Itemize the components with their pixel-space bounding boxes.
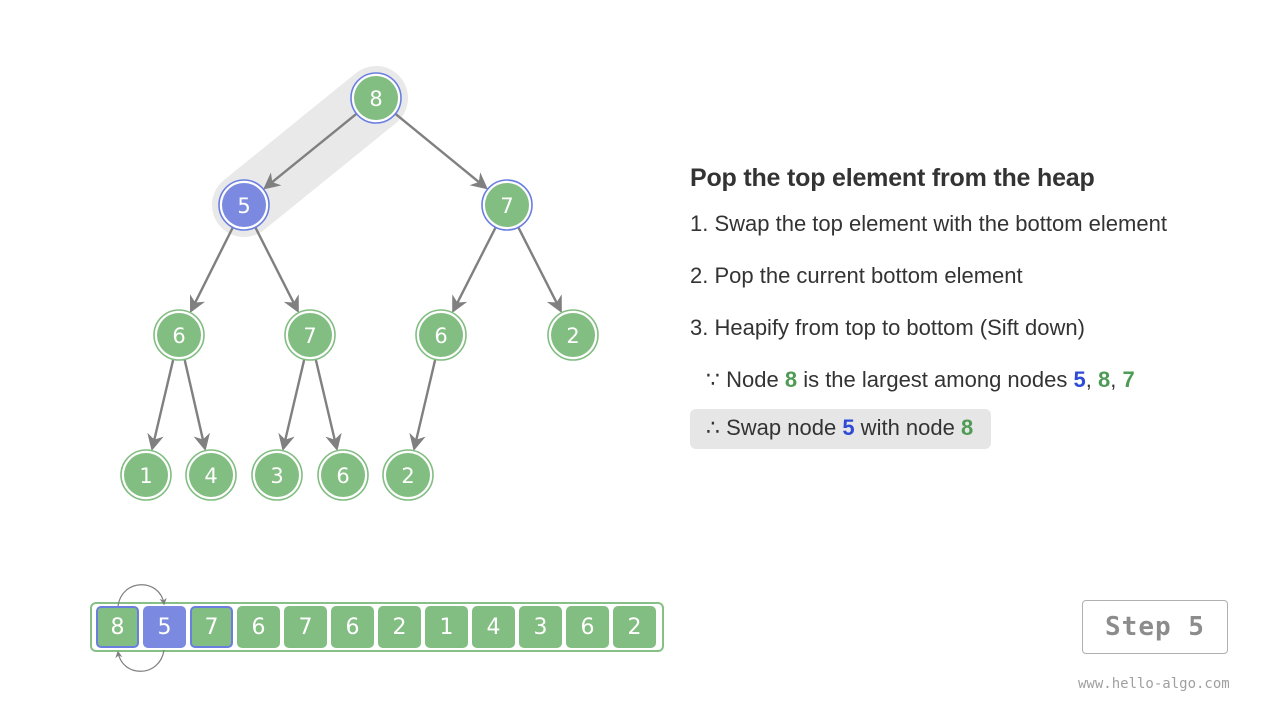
watermark: www.hello-algo.com (1078, 676, 1230, 692)
tree-edge (517, 226, 562, 314)
tree-node: 6 (415, 309, 467, 361)
tree-edge (409, 359, 437, 452)
info-title: Pop the top element from the heap (690, 164, 1095, 192)
tree-nodes: 8 5 7 6 7 6 2 1 4 3 6 2 (120, 72, 599, 501)
reason-largest-node: 8 (784, 367, 798, 392)
tree-edges (147, 112, 562, 452)
array-cell: 5 (143, 606, 186, 648)
array-cell: 8 (96, 606, 139, 648)
tree-edge (183, 359, 210, 451)
tree-edge (314, 359, 342, 452)
reason-node-2: 8 (1097, 367, 1111, 392)
tree-node-label: 8 (369, 87, 382, 111)
tree-node-circle (222, 183, 266, 227)
info-panel: Pop the top element from the heap 1. Swa… (690, 164, 1270, 449)
tree-node-circle (386, 453, 430, 497)
tree-node: 6 (153, 309, 205, 361)
array-cell: 7 (284, 606, 327, 648)
array-cell: 6 (237, 606, 280, 648)
tree-node-circle (157, 313, 201, 357)
array-cell: 7 (190, 606, 233, 648)
reason-node-1: 5 (1073, 367, 1086, 392)
result-middle: with node (854, 415, 961, 440)
step-2-text: 2. Pop the current bottom element (690, 263, 1023, 288)
tree-node-label: 4 (204, 464, 217, 488)
reason-text: ∵ Node 8 is the largest among nodes 5, 8… (706, 365, 1270, 409)
tree-node-label: 3 (270, 464, 283, 488)
tree-node: 8 (350, 72, 402, 124)
result-node-a: 5 (842, 415, 855, 440)
tree-node-circle (288, 313, 332, 357)
tree-node-label: 7 (303, 324, 316, 348)
tree-node: 4 (185, 449, 237, 501)
reason-node-3: 7 (1122, 367, 1135, 392)
tree-node-label: 6 (172, 324, 185, 348)
tree-edge (263, 112, 358, 190)
tree-node-label: 5 (237, 194, 250, 218)
tree-node-circle (255, 453, 299, 497)
tree-node: 2 (382, 449, 434, 501)
tree-edge (147, 359, 175, 452)
step-1-text: 1. Swap the top element with the bottom … (690, 211, 1167, 236)
array-cell: 2 (613, 606, 656, 648)
array-cell: 6 (331, 606, 374, 648)
array-cell: 4 (472, 606, 515, 648)
tree-edge (452, 226, 497, 314)
array-cell: 6 (566, 606, 609, 648)
reason-sep-2: , (1110, 367, 1123, 392)
tree-node-circle (354, 76, 398, 120)
tree-node-label: 6 (434, 324, 447, 348)
array-cell: 3 (519, 606, 562, 648)
tree-node: 6 (317, 449, 369, 501)
step-3-text: 3. Heapify from top to bottom (Sift down… (690, 315, 1085, 340)
tree-node: 2 (547, 309, 599, 361)
result-node-b: 8 (960, 415, 974, 440)
tree-node-label: 2 (566, 324, 579, 348)
tree-edge (394, 112, 488, 190)
tree-node-label: 6 (336, 464, 349, 488)
tree-node-circle (189, 453, 233, 497)
reason-sep-1: , (1085, 367, 1098, 392)
tree-node: 3 (251, 449, 303, 501)
reason-middle: is the largest among nodes (797, 367, 1074, 392)
tree-edge (190, 226, 234, 313)
tree-node-circle (321, 453, 365, 497)
array-cell: 1 (425, 606, 468, 648)
step-indicator: Step 5 (1082, 600, 1228, 654)
tree-node-label: 2 (401, 464, 414, 488)
tree-node: 5 (218, 179, 270, 231)
tree-node-circle (124, 453, 168, 497)
tree-node-circle (485, 183, 529, 227)
tree-node: 7 (284, 309, 336, 361)
tree-node-circle (419, 313, 463, 357)
array-cell: 2 (378, 606, 421, 648)
tree-node: 7 (481, 179, 533, 231)
result-box: ∴ Swap node 5 with node 8 (690, 409, 992, 449)
tree-edge (278, 359, 306, 452)
tree-node-circle (551, 313, 595, 357)
tree-node: 1 (120, 449, 172, 501)
tree-node-label: 1 (139, 464, 152, 488)
result-prefix: ∴ Swap node (706, 415, 843, 440)
tree-edge (254, 226, 299, 314)
reason-prefix: ∵ Node (706, 367, 785, 392)
tree-node-label: 7 (500, 194, 513, 218)
